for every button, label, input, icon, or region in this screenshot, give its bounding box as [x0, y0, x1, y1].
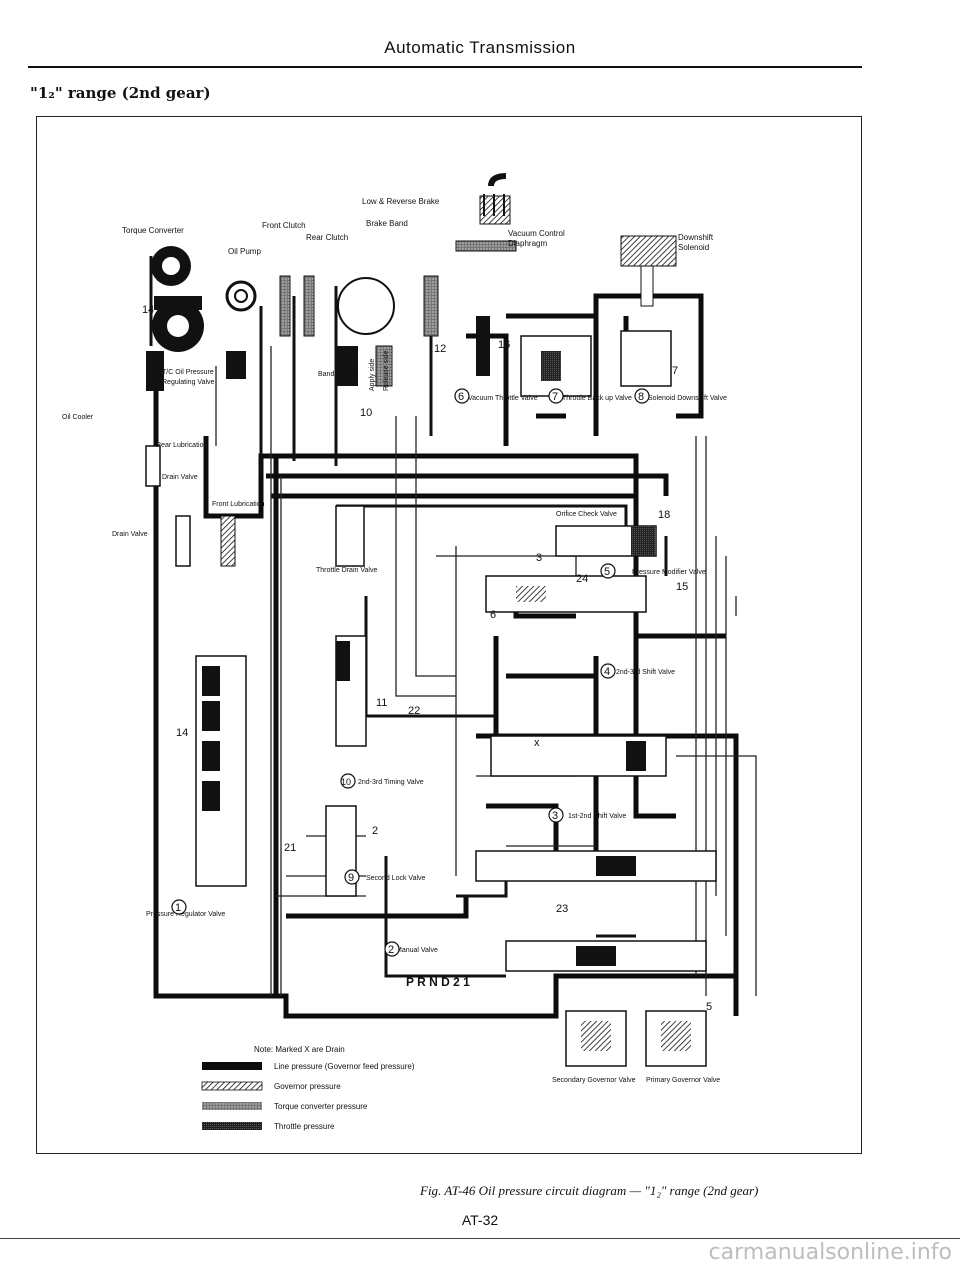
label-orifice-check-valve: Orifice Check Valve: [556, 511, 617, 518]
section-heading: "1₂" range (2nd gear): [30, 84, 211, 102]
footer-rule: [0, 1238, 960, 1239]
oil-circuit-diagram: Torque Converter Front Clutch Oil Pump R…: [62, 173, 757, 1131]
port-21: 21: [284, 842, 296, 854]
legend-label-throttle: Throttle pressure: [274, 1122, 335, 1131]
port-5: 5: [706, 1001, 712, 1013]
label-rear-clutch: Rear Clutch: [306, 233, 348, 242]
circled-3: 3: [552, 810, 558, 822]
label-manual-valve: Manual Valve: [396, 947, 438, 954]
label-solenoid: Solenoid: [678, 243, 709, 252]
legend-swatch-torque-converter: [202, 1102, 262, 1110]
port-3: 3: [536, 552, 542, 564]
label-low-reverse-brake: Low & Reverse Brake: [362, 197, 440, 206]
circled-1: 1: [175, 902, 181, 914]
port-18: 18: [658, 509, 670, 521]
label-front-clutch: Front Clutch: [262, 221, 306, 230]
label-apply-side: Apply side: [369, 359, 376, 391]
port-7: 7: [672, 365, 678, 377]
low-reverse-brake: [423, 195, 511, 337]
header-rule: [28, 66, 862, 68]
port-10: 10: [360, 407, 372, 419]
label-throttle-backup-valve: Throttle Back up Valve: [562, 395, 632, 402]
figure-caption: Fig. AT-46 Oil pressure circuit diagram …: [420, 1183, 759, 1198]
page-header-title: Automatic Transmission: [384, 38, 576, 57]
oil-pump: [225, 280, 257, 379]
legend-swatch-line-pressure: [202, 1062, 262, 1070]
torque-converter: [149, 246, 204, 352]
legend-note: Note: Marked X are Drain: [254, 1045, 345, 1054]
label-diaphragm: Diaphragm: [508, 239, 547, 248]
vacuum-diaphragm: [455, 173, 517, 376]
port-6: 6: [490, 609, 496, 621]
label-downshift: Downshift: [678, 233, 714, 242]
port-2: 2: [372, 825, 378, 837]
label-throttle-drain-valve: Throttle Drain Valve: [316, 567, 377, 574]
port-24: 24: [576, 573, 588, 585]
label-release-side: Release side: [383, 350, 390, 391]
label-secondary-governor: Secondary Governor Valve: [552, 1077, 636, 1084]
label-2-3-timing-valve: 2nd-3rd Timing Valve: [358, 779, 424, 786]
port-12: 12: [434, 343, 446, 355]
circled-7: 7: [552, 391, 558, 403]
label-tc-regulating-2: Regulating Valve: [162, 379, 215, 386]
legend-swatch-governor: [201, 1081, 263, 1091]
label-drain-valve: Drain Valve: [112, 531, 148, 538]
label-rear-lubrication: Rear Lubrication: [156, 442, 207, 449]
circled-4: 4: [604, 666, 610, 678]
label-primary-governor: Primary Governor Valve: [646, 1077, 720, 1084]
label-drain-valve-small: Drain Valve: [162, 474, 198, 481]
circled-valve-numbers: [171, 388, 650, 957]
legend-label-governor: Governor pressure: [274, 1082, 341, 1091]
circled-6: 6: [458, 391, 464, 403]
legend-swatch-throttle: [202, 1122, 262, 1130]
valve-bodies: [145, 330, 717, 1067]
circled-8: 8: [638, 391, 644, 403]
circled-5: 5: [604, 566, 610, 578]
legend-label-line-pressure: Line pressure (Governor feed pressure): [274, 1062, 415, 1071]
legend: Note: Marked X are Drain Line pressure (…: [201, 1045, 415, 1131]
label-brake-band: Brake Band: [366, 219, 408, 228]
label-oil-cooler: Oil Cooler: [62, 414, 94, 421]
label-pressure-modifier-valve: Pressure Modifier Valve: [632, 569, 706, 576]
circled-2: 2: [388, 944, 394, 956]
component-labels: Torque Converter Front Clutch Oil Pump R…: [62, 197, 727, 1084]
label-solenoid-downshift-valve: Solenoid Downshift Valve: [648, 395, 727, 402]
label-pressure-regulator-valve: Pressure Regulator Valve: [146, 911, 225, 918]
port-16: 16: [498, 339, 510, 351]
label-torque-converter: Torque Converter: [122, 226, 184, 235]
circled-9: 9: [348, 872, 354, 884]
label-1-2-shift-valve: 1st-2nd Shift Valve: [568, 813, 626, 820]
front-clutch: [279, 275, 315, 337]
brake-band: [336, 277, 395, 387]
label-band-servo: Band Servo: [318, 371, 355, 378]
diagram-frame: [36, 116, 862, 1154]
port-14-bottom: 14: [176, 727, 188, 739]
port-numbers: 14 12 10 16 7 3 24 6 22 11 18 15 21 23 2…: [142, 304, 712, 1013]
page-number: AT-32: [461, 1212, 499, 1228]
port-22: 22: [408, 705, 420, 717]
legend-label-torque-converter: Torque converter pressure: [274, 1102, 368, 1111]
label-vacuum-throttle-valve: Vacuum Throttle Valve: [468, 395, 538, 402]
downshift-solenoid: [620, 235, 677, 307]
label-prnd: P R N D 2 1: [406, 975, 470, 989]
label-front-lubrication: Front Lubrication: [212, 501, 265, 508]
label-2-3-shift-valve: 2nd-3rd Shift Valve: [616, 669, 675, 676]
port-11: 11: [376, 697, 387, 709]
label-second-lock-valve: Second Lock Valve: [366, 875, 426, 882]
port-14-top: 14: [142, 304, 154, 316]
label-tc-regulating-1: T/C Oil Pressure: [162, 369, 214, 376]
label-vacuum-control: Vacuum Control: [508, 229, 565, 238]
watermark: carmanualsonline.info: [708, 1240, 952, 1265]
port-x: x: [534, 737, 540, 749]
label-oil-pump: Oil Pump: [228, 247, 261, 256]
port-15: 15: [676, 581, 688, 593]
circled-number-texts: 1 2 3 4 5 6 7 8 9 10: [175, 391, 644, 956]
circled-10: 10: [341, 777, 351, 787]
port-23: 23: [556, 903, 568, 915]
